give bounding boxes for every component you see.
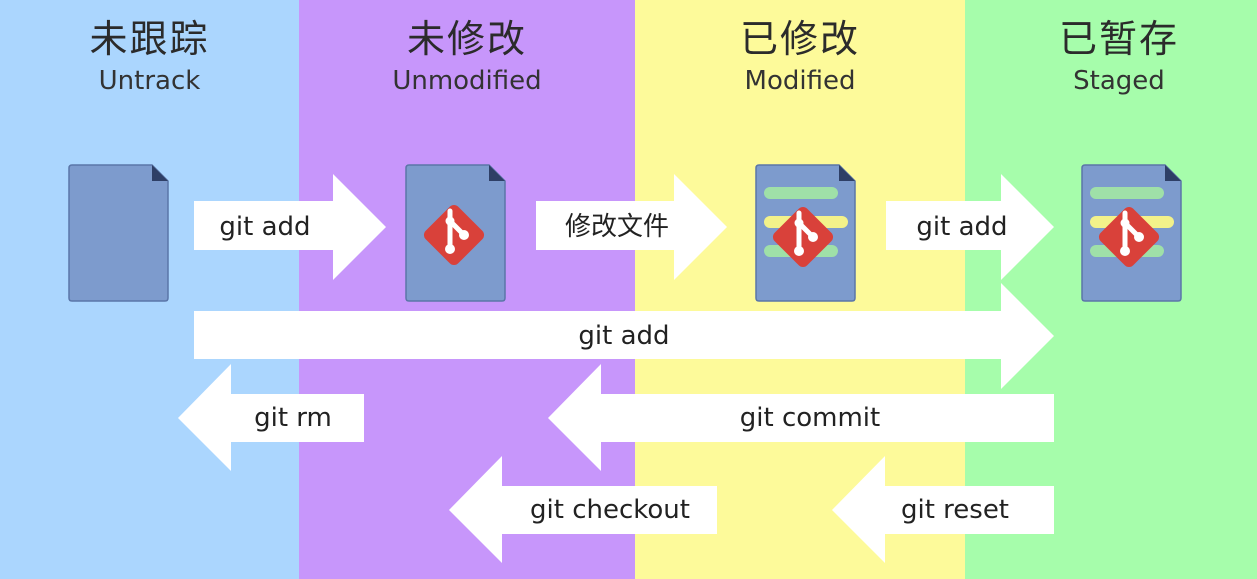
- arrow-git-rm: [178, 364, 364, 471]
- column-unmodified-subtitle: Unmodified: [392, 66, 542, 96]
- arrow-git-commit: [548, 364, 1054, 471]
- label-git-checkout: git checkout: [530, 495, 690, 525]
- column-staged-title: 已暂存: [1058, 17, 1179, 61]
- file-icon-modified: [755, 164, 856, 302]
- arrow-untracked-to-unmodified: [194, 174, 386, 280]
- file-icon-unmodified: [405, 164, 506, 302]
- label-unmodified-to-modified: 修改文件: [565, 212, 669, 242]
- label-git-rm: git rm: [254, 403, 332, 433]
- arrow-modified-to-staged: [886, 174, 1054, 280]
- column-unmodified: 未修改 Unmodified: [299, 0, 635, 579]
- column-untracked-subtitle: Untrack: [98, 66, 201, 96]
- label-untracked-to-staged: git add: [578, 321, 669, 351]
- label-modified-to-staged: git add: [916, 212, 1007, 242]
- column-staged-subtitle: Staged: [1073, 66, 1165, 96]
- arrow-git-reset: [832, 456, 1054, 563]
- arrow-git-checkout: [449, 456, 717, 563]
- file-icon-staged: [1081, 164, 1182, 302]
- column-untracked-title: 未跟踪: [89, 17, 210, 61]
- arrow-untracked-to-staged: [194, 283, 1054, 389]
- label-untracked-to-unmodified: git add: [219, 212, 310, 242]
- label-git-commit: git commit: [740, 403, 880, 433]
- column-modified-subtitle: Modified: [744, 66, 856, 96]
- column-modified-title: 已修改: [739, 17, 860, 61]
- column-unmodified-title: 未修改: [406, 17, 527, 61]
- arrow-unmodified-to-modified: [536, 174, 727, 280]
- label-git-reset: git reset: [901, 495, 1009, 525]
- file-icon-untracked: [68, 164, 169, 302]
